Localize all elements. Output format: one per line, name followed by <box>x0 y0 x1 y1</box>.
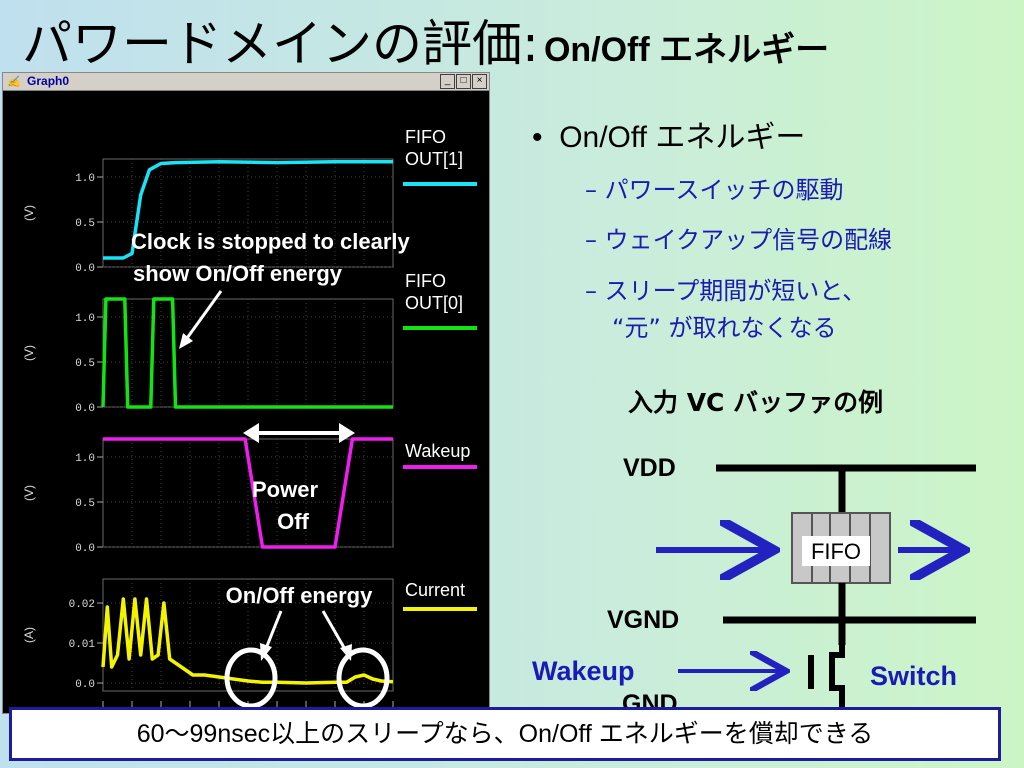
fifo-label: FIFO <box>811 539 861 564</box>
maximize-icon[interactable]: □ <box>456 74 471 89</box>
y-tick-label: 0.5 <box>75 498 95 510</box>
y-tick-label: 0.0 <box>75 679 95 691</box>
sub-bullet-text: パワースイッチの駆動 <box>604 176 844 204</box>
sub-bullet-1: – パワースイッチの駆動 <box>585 176 844 204</box>
gnd-label: GND <box>622 690 678 708</box>
y-tick-label: 0.02 <box>69 599 95 611</box>
y-axis-label: (V) <box>22 205 36 221</box>
legend-label: OUT[1] <box>405 149 463 169</box>
wakeup-label: Wakeup <box>532 656 635 686</box>
annotation-arrow <box>183 290 223 342</box>
example-heading: 入力 VC バッファの例 <box>628 388 884 417</box>
annotation-clock-line1: Clock is stopped to clearly <box>131 229 411 254</box>
waveform-plot: 1.00.50.0(V)FIFOOUT[1]1.00.50.0(V)FIFOOU… <box>22 127 477 711</box>
title-english: On/Off エネルギー <box>543 31 830 69</box>
y-axis-label: (V) <box>22 485 36 501</box>
series-line <box>103 437 393 549</box>
slide-title: パワードメインの評価: On/Off エネルギー <box>22 4 829 74</box>
annotation-power: Power <box>252 477 318 502</box>
legend-label: OUT[0] <box>405 293 463 313</box>
fifo-label-box <box>802 536 870 566</box>
vdd-label: VDD <box>623 454 676 482</box>
y-tick-label: 0.01 <box>69 639 96 651</box>
sub-bullet-3: – スリープ期間が短いと、 <box>585 277 867 305</box>
window-titlebar[interactable]: ✍ Graph0 _ □ × <box>3 73 489 91</box>
y-tick-label: 0.0 <box>75 403 95 415</box>
sub-bullet-text: “元” が取れなくなる <box>612 314 837 342</box>
y-tick-label: 0.0 <box>75 263 95 275</box>
buffer-circuit: VDD FIFO VGND Wakeup Switch GND <box>532 454 976 708</box>
y-tick-label: 0.0 <box>75 543 95 555</box>
series-line <box>103 159 393 260</box>
series-line <box>101 297 393 409</box>
bullet-main-text: On/Off エネルギー <box>559 121 806 154</box>
highlight-circle <box>224 647 278 709</box>
window-title: Graph0 <box>27 74 70 88</box>
y-tick-label: 1.0 <box>75 173 95 185</box>
annotation-arrowhead <box>179 333 193 349</box>
app-icon: ✍ <box>7 76 21 88</box>
legend-label: Current <box>405 580 465 600</box>
minimize-icon[interactable]: _ <box>440 74 455 89</box>
vgnd-label: VGND <box>607 606 679 634</box>
series-line <box>101 597 394 685</box>
annotation-clock-line2: show On/Off energy <box>133 261 343 286</box>
y-axis-label: (A) <box>22 627 36 643</box>
conclusion-box: 60〜99nsec以上のスリープなら、On/Off エネルギーを償却できる <box>9 707 1001 761</box>
legend-label: FIFO <box>405 271 446 291</box>
y-tick-label: 1.0 <box>75 453 95 465</box>
span-arrowhead-right <box>339 423 355 443</box>
legend-label: Wakeup <box>405 441 470 461</box>
sub-bullet-2: – ウェイクアップ信号の配線 <box>585 226 893 254</box>
annotation-onoff-energy: On/Off energy <box>226 583 373 608</box>
bullet-main: • On/Off エネルギー <box>532 121 806 154</box>
span-arrowhead-left <box>243 423 259 443</box>
y-tick-label: 0.5 <box>75 358 95 370</box>
switch-label: Switch <box>870 661 957 691</box>
y-tick-label: 1.0 <box>75 313 95 325</box>
legend-label: FIFO <box>405 127 446 147</box>
annotation-off: Off <box>277 509 309 534</box>
y-tick-label: 0.5 <box>75 218 95 230</box>
switch-gate <box>808 655 814 689</box>
highlight-circle <box>336 647 390 709</box>
annotation-arrow <box>263 610 283 652</box>
y-axis-label: (V) <box>22 345 36 361</box>
switch-channel <box>829 645 845 708</box>
sub-bullet-text: スリープ期間が短いと、 <box>604 277 867 305</box>
sub-bullet-text: ウェイクアップ信号の配線 <box>604 226 893 254</box>
annotation-arrow <box>321 610 348 652</box>
title-japanese: パワードメインの評価: <box>22 15 539 73</box>
close-icon[interactable]: × <box>472 74 487 89</box>
sub-bullet-3-cont: “元” が取れなくなる <box>612 308 837 343</box>
